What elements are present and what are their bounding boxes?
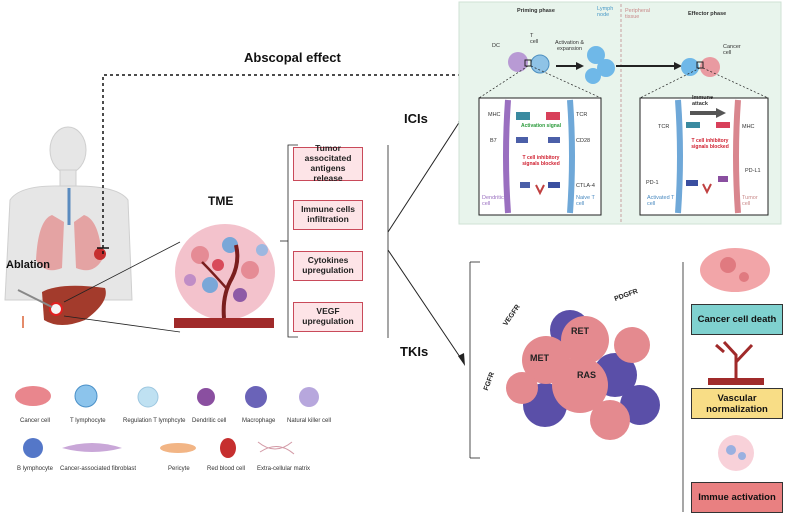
tme-label: TME	[208, 194, 234, 208]
activated-t-cell-label: Activated T cell	[647, 195, 675, 207]
immune-glow-illustration	[718, 435, 754, 471]
activation-label: Activation & expansion	[554, 40, 585, 52]
legend-pericyte-icon	[160, 443, 196, 453]
ras-label: RAS	[577, 370, 597, 380]
liver-tumor	[49, 302, 63, 316]
pdl1-label: PD-L1	[745, 168, 761, 174]
peripheral-tissue-label: Peripheral tissue	[625, 8, 651, 20]
legend-t-lymphocyte-icon	[74, 384, 98, 408]
legend-nk-cell-label: Natural killer cell	[287, 418, 332, 424]
legend-ecm-icon	[257, 441, 295, 455]
legend-cancer-cell-icon	[15, 386, 51, 406]
priming-mhc-label: MHC	[488, 112, 501, 118]
tkis-label: TKIs	[400, 344, 429, 359]
dc-label: DC	[492, 43, 500, 49]
vessel-illustration	[708, 378, 764, 385]
legend-nk-cell-icon	[299, 387, 319, 407]
abscopal-effect-label: Abscopal effect	[244, 50, 341, 65]
legend-t-lymphocyte-label: T lymphocyte	[70, 418, 106, 424]
cancer-cell-label: Cancer cell	[723, 44, 741, 56]
legend-red-blood-cell-label: Red blood cell	[207, 466, 246, 472]
legend-fibroblast-label: Cancer-associated fibroblast	[60, 466, 137, 472]
legend-macrophage-label: Macrophage	[242, 418, 276, 424]
priming-blocked-label: T cell inhibitory signals blocked	[522, 155, 560, 167]
immune-attack-label: Immune attack	[692, 95, 714, 107]
ctla4-label: CTLA-4	[576, 183, 595, 189]
effector-phase-label: Effector phase	[688, 11, 727, 17]
lung-metastasis	[94, 248, 106, 260]
met-label: MET	[530, 353, 549, 363]
legend-fibroblast-icon	[62, 443, 122, 452]
legend-ecm-label: Extra-cellular matrix	[257, 466, 311, 472]
human-body-figure	[4, 126, 133, 301]
t-cell-label: T cell	[530, 33, 539, 45]
cd28-label: CD28	[576, 138, 591, 144]
tme-item-infiltration: Immune cells infiltration	[293, 200, 363, 230]
lymph-node-label: Lymph node	[597, 6, 614, 18]
effector-tcr-label: TCR	[658, 124, 670, 130]
priming-phase-label: Priming phase	[517, 8, 555, 14]
legend-cancer-cell-label: Cancer cell	[20, 418, 51, 424]
b7-label: B7	[490, 138, 497, 144]
naive-t-cell-label: Naive T cell	[576, 195, 595, 207]
dendritic-cell-label: Dendritic cell	[482, 195, 504, 207]
legend-red-blood-cell-icon	[220, 438, 236, 458]
legend-b-lymphocyte-label: B lymphocyte	[17, 466, 54, 472]
legend-macrophage-icon	[245, 386, 267, 408]
icis-label: ICIs	[404, 111, 428, 126]
tme-cluster	[174, 224, 275, 328]
legend-regulation-t-label: Regulation T lymphcyte	[123, 418, 186, 424]
legend-pericyte-label: Pericyte	[168, 466, 190, 472]
tme-item-antigens: Tumor associtated antigens release	[293, 144, 363, 183]
effector-blocked-label: T cell inhibitory signals blocked	[691, 138, 729, 150]
legend-regulation-t-icon	[137, 386, 159, 408]
ret-label: RET	[571, 326, 589, 336]
priming-tcr-label: TCR	[576, 112, 588, 118]
legend-b-lymphocyte-icon	[23, 438, 43, 458]
pd1-label: PD-1	[646, 180, 659, 186]
dead-cell-illustration	[700, 248, 770, 292]
legend-dendritic-cell-label: Dendritic cell	[192, 418, 227, 424]
tme-item-cytokines: Cytokines upregulation	[293, 251, 363, 281]
tumor-cell-label: Tumor cell	[742, 195, 758, 207]
ablation-label: Ablation	[6, 259, 50, 271]
tme-item-vegf: VEGF upregulation	[293, 302, 363, 332]
outcome-immune-activation: Immue activation	[691, 482, 783, 513]
activation-signal-label: Activation signal	[521, 123, 562, 129]
outcome-cancer-cell-death: Cancer cell death	[691, 304, 783, 335]
tki-tumor-cluster	[506, 310, 660, 440]
legend-dendritic-cell-icon	[197, 388, 215, 406]
outcome-vascular-normalization: Vascular normalization	[691, 388, 783, 419]
effector-mhc-label: MHC	[742, 124, 755, 130]
